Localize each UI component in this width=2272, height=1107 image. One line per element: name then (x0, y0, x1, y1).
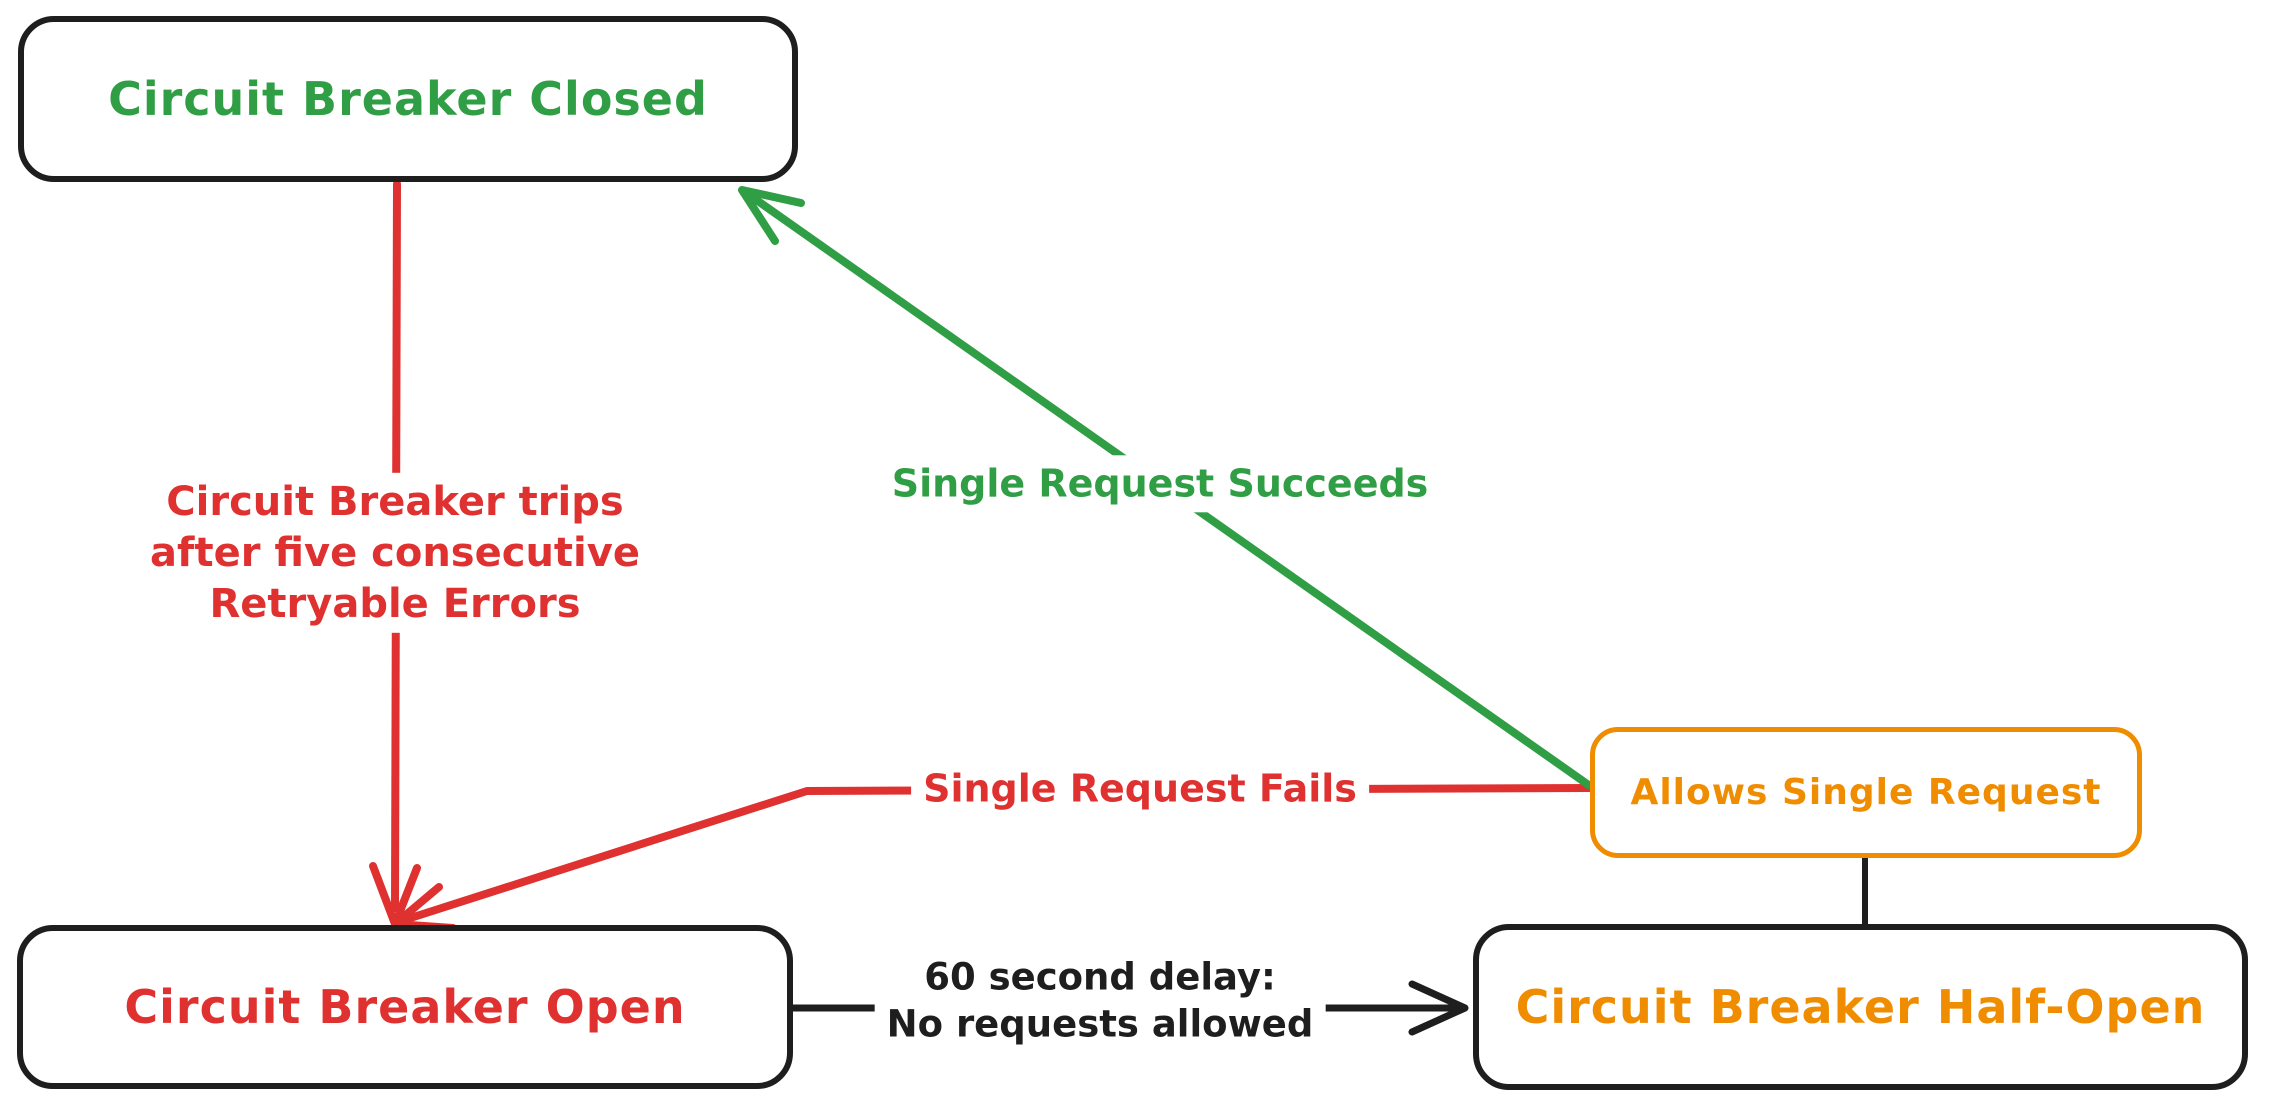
edge-label-delay: 60 second delay: No requests allowed (874, 950, 1326, 1052)
edge-label-succeed: Single Request Succeeds (879, 455, 1441, 513)
arrowhead-succeed (738, 186, 805, 245)
edge-label-line: Single Request Fails (923, 766, 1357, 811)
node-title: Allows Single Request (1630, 772, 2102, 813)
edge-label-line: Single Request Succeeds (891, 461, 1429, 506)
node-circuit-breaker-open: Circuit Breaker Open (17, 925, 793, 1089)
edge-label-line: 60 second delay: (924, 955, 1276, 999)
node-title: Circuit Breaker Half-Open (1515, 980, 2206, 1034)
node-circuit-breaker-closed: Circuit Breaker Closed (18, 16, 798, 182)
edge-label-fail: Single Request Fails (911, 760, 1369, 818)
node-allows-single-request: Allows Single Request (1590, 727, 2142, 858)
node-circuit-breaker-half-open: Circuit Breaker Half-Open (1473, 924, 2248, 1090)
edge-label-line: after five consecutive (150, 529, 640, 576)
edge-label-trip: Circuit Breaker trips after five consecu… (138, 472, 652, 634)
edge-label-line: Retryable Errors (209, 580, 581, 627)
edge-label-line: Circuit Breaker trips (166, 478, 624, 525)
arrowhead-delay (1408, 980, 1469, 1036)
node-title: Circuit Breaker Open (124, 980, 686, 1034)
edge-label-line: No requests allowed (886, 1002, 1314, 1045)
node-title: Circuit Breaker Closed (108, 72, 708, 126)
